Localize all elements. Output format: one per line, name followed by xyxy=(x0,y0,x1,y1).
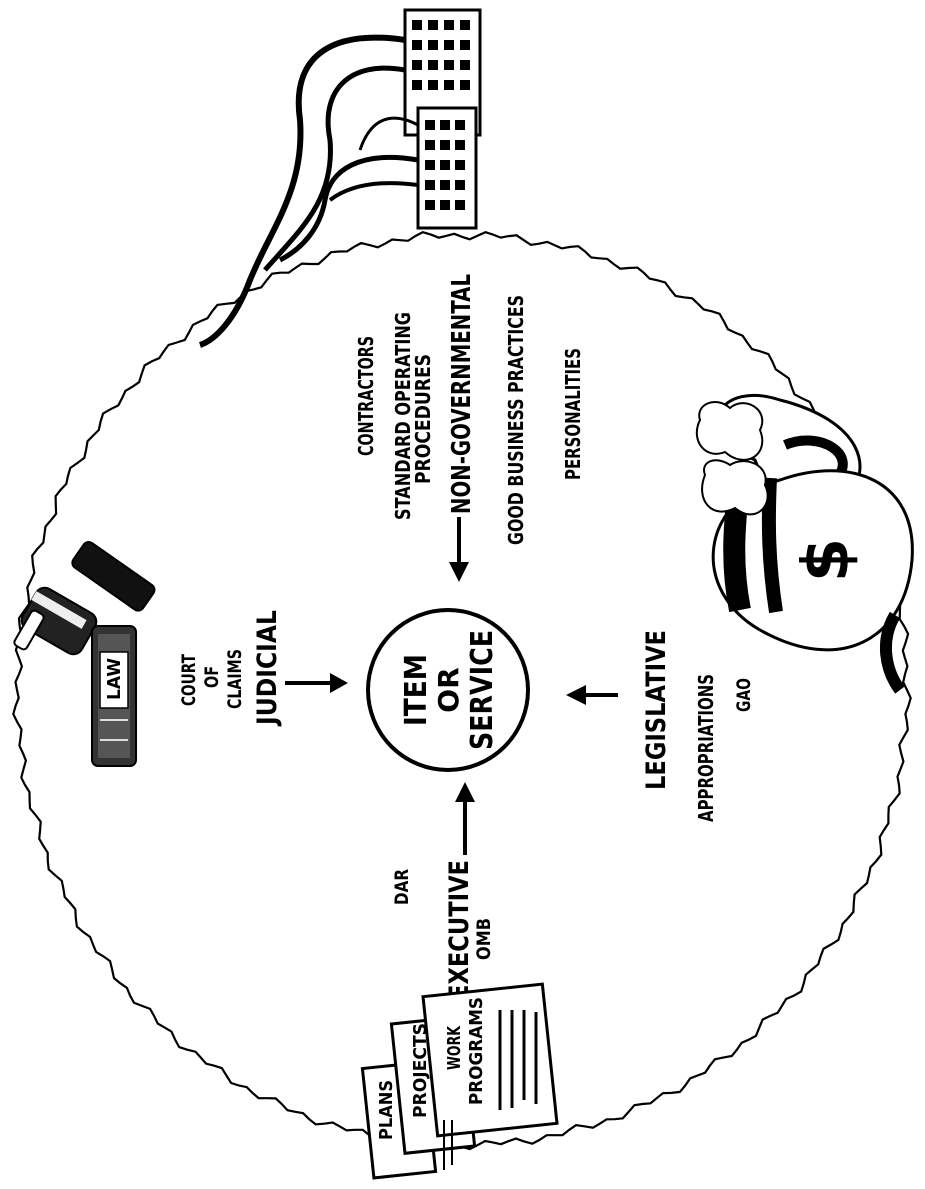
plans-doc-label: PLANS xyxy=(376,1080,397,1140)
svg-text:APPROPRIATIONS: APPROPRIATIONS xyxy=(694,674,718,822)
arrow-non-governmental xyxy=(449,517,469,582)
svg-text:GOOD BUSINESS PRACTICES: GOOD BUSINESS PRACTICES xyxy=(504,295,528,545)
documents-icon: PLANS PROJECTS WORK PROGRAMS xyxy=(360,982,559,1180)
court-label-line-1: COURT xyxy=(178,654,200,706)
svg-text:CONTRACTORS: CONTRACTORS xyxy=(354,336,378,456)
non-governmental-heading: NON-GOVERNMENTAL xyxy=(447,274,477,514)
center-line-2: OR xyxy=(432,667,465,712)
executive-heading: EXECUTIVE xyxy=(444,860,475,1000)
dollar-sign-icon: $ xyxy=(790,538,864,583)
sop-label-line-1: STANDARD OPERATING xyxy=(391,312,415,520)
computer-icon xyxy=(198,8,482,348)
center-line-1: ITEM xyxy=(399,654,434,726)
court-label-line-3: CLAIMS xyxy=(224,649,246,709)
gao-label: GAO xyxy=(733,678,755,712)
svg-text:PROCEDURES: PROCEDURES xyxy=(411,354,435,484)
svg-text:GAO: GAO xyxy=(733,678,755,712)
center-circle xyxy=(366,608,530,772)
svg-text:PERSONALITIES: PERSONALITIES xyxy=(561,348,585,480)
svg-text:EXECUTIVE: EXECUTIVE xyxy=(444,860,475,1000)
legislative-heading: LEGISLATIVE xyxy=(641,630,672,790)
arrow-legislative xyxy=(566,685,618,705)
law-book-icon: LAW xyxy=(91,625,137,767)
document-lines xyxy=(443,1010,538,1170)
projects-doc-label: PROJECTS xyxy=(410,1023,431,1118)
svg-text:OMB: OMB xyxy=(473,918,495,960)
work-doc-label-line-2: PROGRAMS xyxy=(466,997,487,1105)
svg-text:LEGISLATIVE: LEGISLATIVE xyxy=(641,630,672,790)
arrow-executive xyxy=(455,782,475,855)
work-doc-label-line-1: WORK xyxy=(444,1025,465,1070)
law-book-label: LAW xyxy=(104,658,125,700)
judicial-heading: JUDICIAL xyxy=(252,610,283,727)
personalities-label: PERSONALITIES xyxy=(561,348,585,480)
sop-label-line-2: PROCEDURES xyxy=(411,354,435,484)
boundary-circle xyxy=(12,231,912,1151)
svg-text:DAR: DAR xyxy=(391,869,413,905)
money-bags-icon: $ xyxy=(695,393,914,694)
good-business-practices-label: GOOD BUSINESS PRACTICES xyxy=(504,295,528,545)
appropriations-label: APPROPRIATIONS xyxy=(694,674,718,822)
arrow-judicial xyxy=(285,673,348,693)
center-line-3: SERVICE xyxy=(465,630,500,750)
court-of-claims-label: COURT OF CLAIMS xyxy=(178,649,246,709)
svg-text:STANDARD OPERATING: STANDARD OPERATING xyxy=(391,312,415,520)
gavel-icon xyxy=(13,540,156,656)
dar-label: DAR xyxy=(391,869,413,905)
center-label: ITEM OR SERVICE xyxy=(399,630,500,750)
court-label-line-2: OF xyxy=(201,666,223,688)
svg-text:JUDICIAL: JUDICIAL xyxy=(252,610,283,727)
contractors-label: CONTRACTORS xyxy=(354,336,378,456)
omb-label: OMB xyxy=(473,918,495,960)
svg-text:NON-GOVERNMENTAL: NON-GOVERNMENTAL xyxy=(447,274,477,514)
